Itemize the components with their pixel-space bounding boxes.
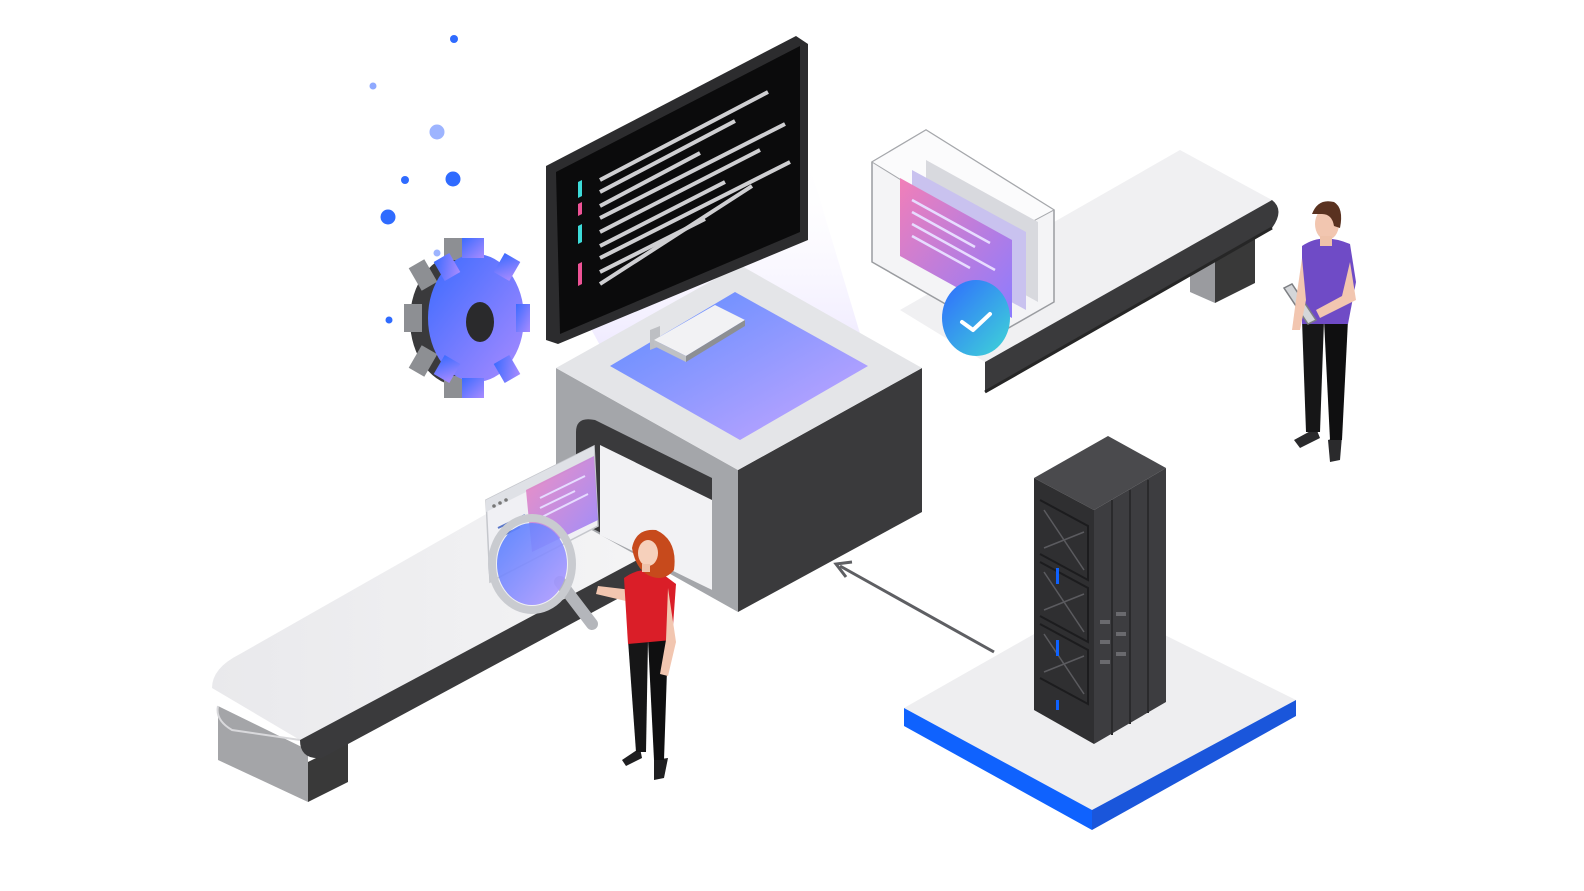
server-rack-icon <box>1034 436 1166 744</box>
particle-dots <box>369 35 461 324</box>
gear-icon <box>404 238 530 398</box>
person-man-with-tablet <box>1282 201 1356 462</box>
person-woman-pointing <box>596 529 676 780</box>
code-monitor <box>546 36 808 362</box>
code-lines <box>598 90 791 286</box>
checkmark-icon <box>942 280 1010 356</box>
magnifying-glass-icon <box>488 514 598 630</box>
flow-arrow <box>833 560 995 654</box>
verified-documents-box <box>871 129 1055 356</box>
